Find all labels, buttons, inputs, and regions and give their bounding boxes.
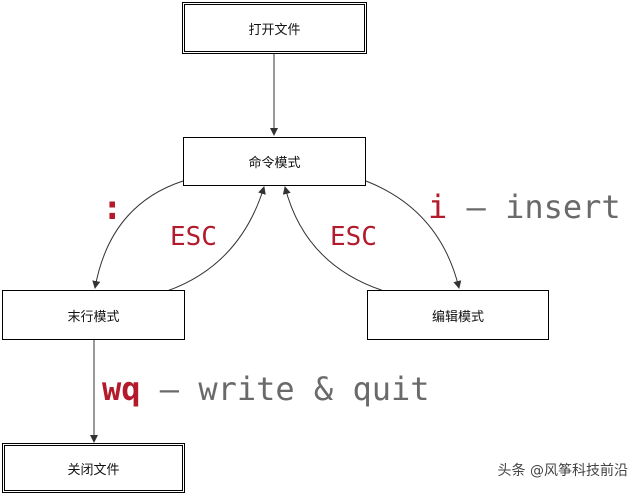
arrow-edit-to-command xyxy=(282,186,385,292)
node-edit-mode: 编辑模式 xyxy=(367,290,549,340)
arrow-command-to-lastline xyxy=(92,180,184,289)
node-close-file: 关闭文件 xyxy=(2,443,185,493)
arrow-command-to-edit xyxy=(365,180,462,289)
arrow-lastline-to-command xyxy=(166,186,266,292)
label-insert: i – insert xyxy=(428,188,621,226)
node-last-line-mode: 末行模式 xyxy=(2,290,185,340)
label-esc-left: ESC xyxy=(170,222,217,252)
label-colon: : xyxy=(102,188,123,228)
label-insert-key: i xyxy=(428,188,448,226)
node-open-file: 打开文件 xyxy=(182,2,367,54)
label-wq: wq – write & quit xyxy=(102,370,430,408)
label-wq-key: wq xyxy=(102,370,141,408)
label-insert-desc: – insert xyxy=(466,188,621,226)
watermark: 头条 @风筝科技前沿 xyxy=(497,463,628,479)
label-esc-right: ESC xyxy=(330,222,377,252)
label-wq-desc: – write & quit xyxy=(159,370,430,408)
node-command-mode: 命令模式 xyxy=(183,137,366,186)
